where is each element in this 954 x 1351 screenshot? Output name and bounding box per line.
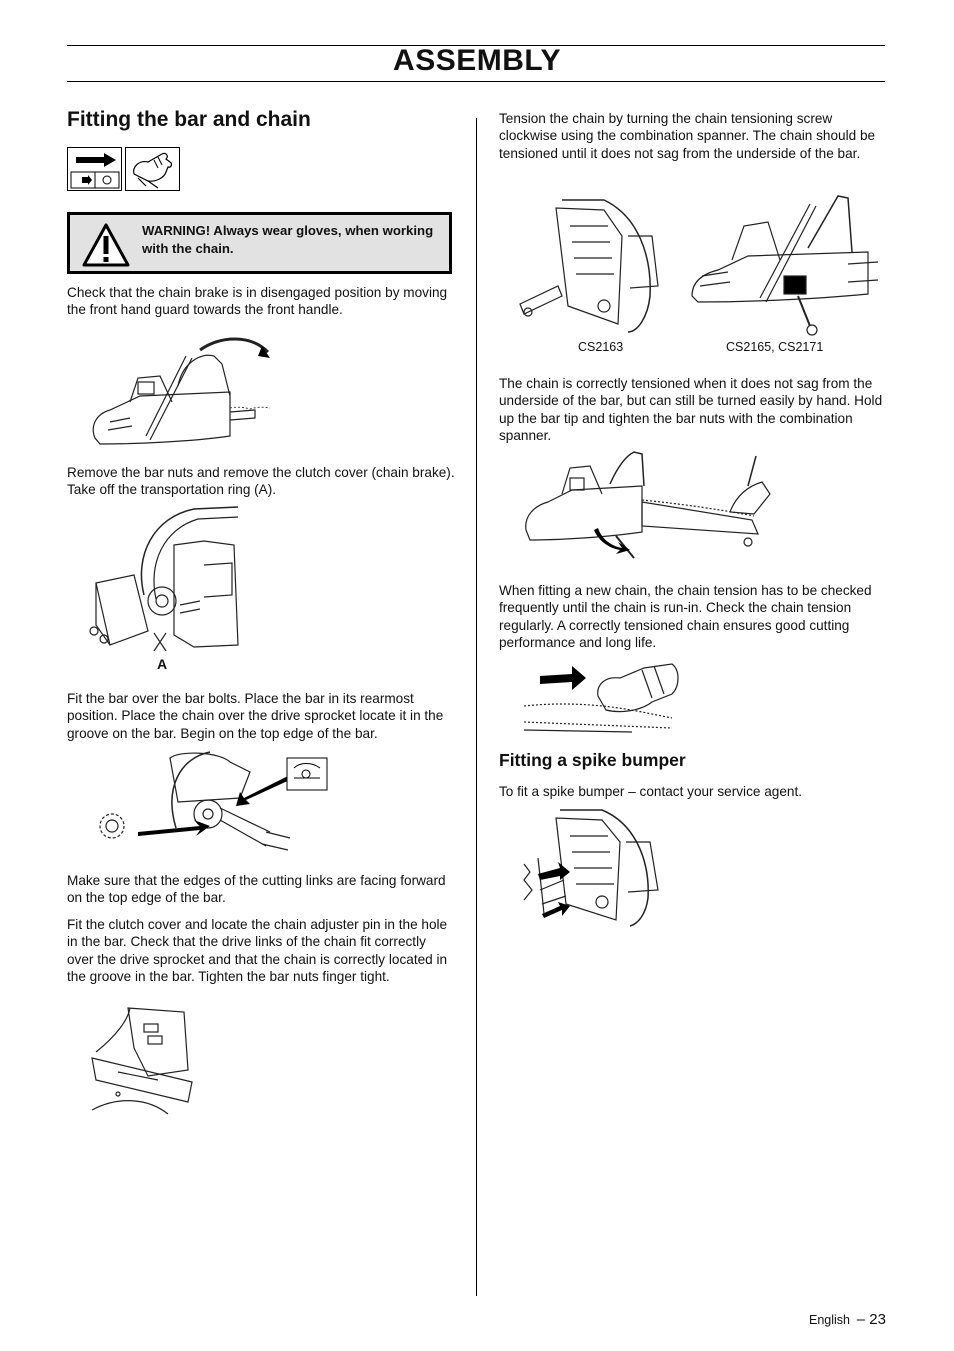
bar-tip-illustration [525, 451, 771, 559]
section-heading: Fitting the bar and chain [67, 108, 311, 131]
spike-bumper-illustration [523, 809, 659, 927]
paragraph: Tension the chain by turning the chain t… [499, 111, 876, 161]
caption: CS2163 [578, 340, 624, 354]
bar-chain-fitting-illustration [99, 751, 328, 851]
chain-brake-illustration [92, 337, 271, 445]
warning-triangle-icon [82, 223, 130, 267]
warning-text: WARNING! Always wear gloves, when workin… [142, 223, 434, 256]
paragraph: When fitting a new chain, the chain tens… [499, 583, 872, 650]
subheading: Fitting a spike bumper [499, 750, 686, 770]
page-number: – 23 [856, 1311, 886, 1328]
chain-glove-illustration [523, 663, 679, 733]
bar-nuts-illustration [91, 1007, 193, 1115]
paragraph: The chain is correctly tensioned when it… [499, 376, 883, 443]
paragraph: Make sure that the edges of the cutting … [67, 873, 446, 906]
page-title: ASSEMBLY [393, 44, 561, 77]
header-rule-top [67, 45, 885, 46]
caption: CS2165, CS2171 [726, 340, 824, 354]
chain-tension-illustration-cs2163 [519, 199, 659, 333]
paragraph: Fit the clutch cover and locate the chai… [67, 917, 448, 984]
paragraph: Fit the bar over the bar bolts. Place th… [67, 691, 444, 741]
paragraph: To fit a spike bumper – contact your ser… [499, 784, 802, 799]
label-a: A [157, 656, 168, 672]
read-manual-icon [67, 147, 122, 191]
gloves-icon [125, 147, 180, 191]
clutch-cover-illustration [89, 506, 239, 652]
column-divider [476, 118, 477, 1296]
footer-language: English [809, 1313, 850, 1327]
header-rule-bottom [67, 81, 885, 82]
paragraph: Remove the bar nuts and remove the clutc… [67, 465, 455, 498]
paragraph: Check that the chain brake is in disenga… [67, 285, 448, 318]
chain-tension-illustration-cs2165 [691, 195, 879, 336]
warning-box: WARNING! Always wear gloves, when workin… [67, 212, 452, 274]
